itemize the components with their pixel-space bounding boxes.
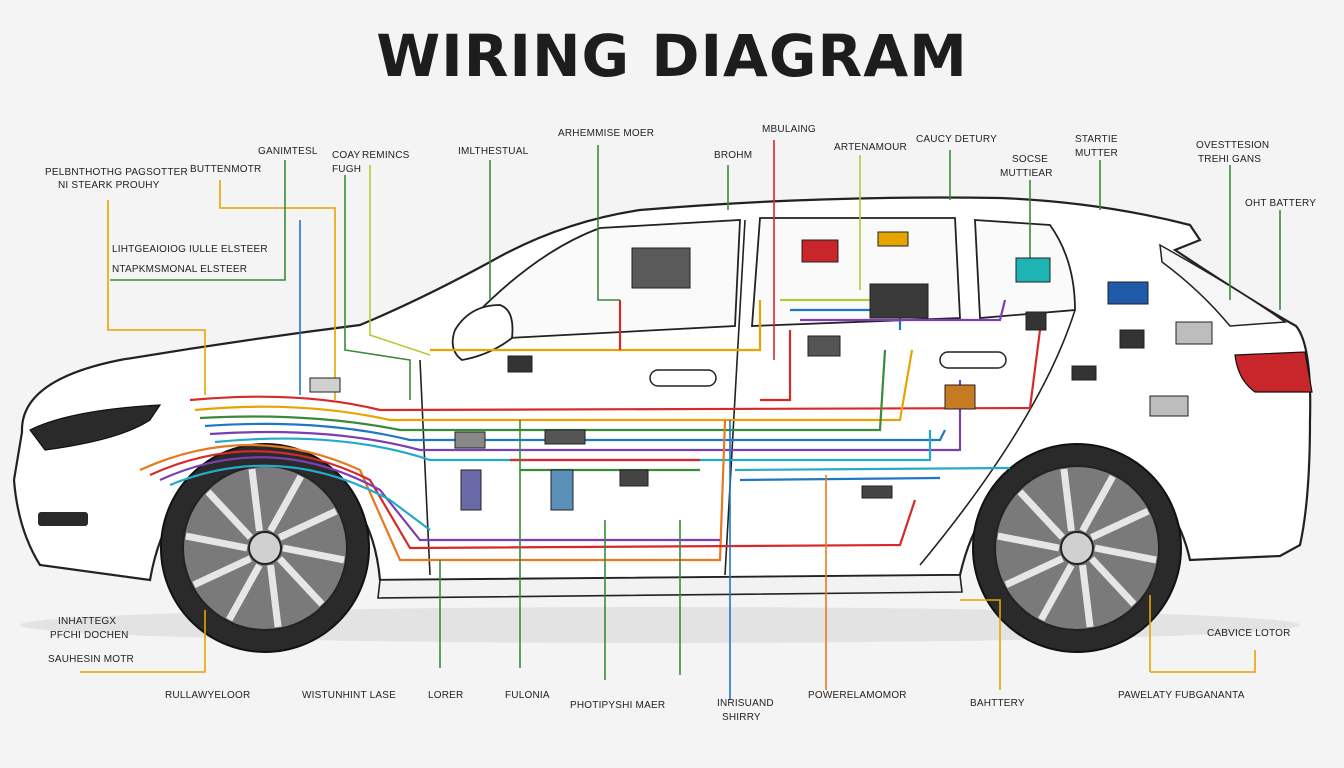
wheel-spoke bbox=[1094, 544, 1157, 564]
label-inrisuand-2: SHIRRY bbox=[722, 712, 761, 723]
wheel-spoke bbox=[267, 474, 304, 533]
label-socse-2: MUTTIEAR bbox=[1000, 168, 1053, 179]
label-overtesion: OVESTTESION bbox=[1196, 140, 1269, 151]
ecu-module bbox=[869, 283, 929, 319]
label-caucy-detury: CAUCY DETURY bbox=[916, 134, 997, 145]
yellow-relay bbox=[877, 231, 909, 247]
gray-module-2 bbox=[1149, 395, 1189, 417]
wheel-spoke bbox=[192, 555, 252, 588]
label-pawelaty: PAWELATY FUBGANANTA bbox=[1118, 690, 1245, 701]
connector-e bbox=[861, 485, 893, 499]
label-oht-battery: OHT BATTERY bbox=[1245, 198, 1316, 209]
label-arhemise-moer: ARHEMMISE MOER bbox=[558, 128, 654, 139]
leader-lines bbox=[80, 140, 1281, 700]
motor-block bbox=[631, 247, 691, 289]
wheel-spoke bbox=[276, 556, 325, 607]
wheel-spoke bbox=[1060, 468, 1075, 532]
connector-c bbox=[544, 429, 586, 445]
label-artenamour: ARTENAMOUR bbox=[834, 142, 907, 153]
orange-module bbox=[944, 384, 976, 410]
label-mid-left-2: NTAPKMSMONAL ELSTEER bbox=[112, 264, 247, 275]
fuse-stack-2 bbox=[550, 469, 574, 511]
rocker-panel bbox=[377, 574, 963, 599]
wheel-spoke bbox=[205, 489, 254, 540]
teal-module bbox=[1015, 257, 1051, 283]
connector-d bbox=[807, 335, 841, 357]
front-wheel bbox=[160, 443, 370, 653]
side-mirror bbox=[451, 304, 514, 361]
wheel-spoke bbox=[226, 563, 263, 622]
label-powerelamomor: POWERELAMOMOR bbox=[808, 690, 907, 701]
blue-module bbox=[1107, 281, 1149, 305]
label-fugh: FUGH bbox=[332, 164, 361, 175]
connector-f bbox=[619, 469, 649, 487]
label-battery: BAHTTERY bbox=[970, 698, 1025, 709]
connector-b bbox=[454, 431, 486, 449]
label-brohm: BROHM bbox=[714, 150, 752, 161]
label-remincs: REMINCS bbox=[362, 150, 410, 161]
fog-light bbox=[38, 512, 88, 526]
connector-a bbox=[309, 377, 341, 393]
wheel-spoke bbox=[1090, 508, 1150, 541]
wheel-spoke bbox=[1088, 556, 1137, 607]
callout-labels: PELBNTHOTHG PAGSOTTER NI STEARK PROUHY L… bbox=[45, 124, 1316, 723]
connector-h bbox=[1071, 365, 1097, 381]
label-bottom-left-3: SAUHESIN MOTR bbox=[48, 654, 134, 665]
label-rullawyeloor: RULLAWYELOOR bbox=[165, 690, 250, 701]
fuse-stack-1 bbox=[460, 469, 482, 511]
wheel-spoke bbox=[1079, 564, 1094, 628]
headlight bbox=[29, 404, 162, 451]
gray-module bbox=[1175, 321, 1213, 345]
rear-door-handle bbox=[939, 351, 1007, 369]
label-startie-2: MUTTER bbox=[1075, 148, 1118, 159]
label-buttenmotr: BUTTENMOTR bbox=[190, 164, 261, 175]
label-cabvice-lotor: CABVICE LOTOR bbox=[1207, 628, 1291, 639]
components bbox=[309, 231, 1213, 511]
label-coay: COAY bbox=[332, 150, 361, 161]
rear-glass bbox=[1159, 243, 1288, 327]
label-photipyshi-maer: PHOTIPYSHI MAER bbox=[570, 700, 665, 711]
label-socse: SOCSE bbox=[1012, 154, 1048, 165]
label-top-left-2: NI STEARK PROUHY bbox=[58, 180, 160, 191]
wheel-spoke bbox=[185, 532, 248, 552]
wheel-spoke bbox=[248, 468, 263, 532]
wheel-spoke bbox=[997, 532, 1060, 552]
red-relay bbox=[801, 239, 839, 263]
label-imltestual: IMLTHESTUAL bbox=[458, 146, 529, 157]
label-ganimtesl: GANIMTESL bbox=[258, 146, 318, 157]
label-mid-left-1: LIHTGEAIOIOG IULLE ELSTEER bbox=[112, 244, 268, 255]
wheel-spoke bbox=[267, 564, 282, 628]
taillight bbox=[1234, 351, 1313, 393]
rear-door-line bbox=[919, 309, 1076, 566]
label-fulonia: FULONIA bbox=[505, 690, 550, 701]
page-title: WIRING DIAGRAM bbox=[376, 22, 968, 90]
front-door-handle bbox=[649, 369, 717, 387]
rear-wheel bbox=[972, 443, 1182, 653]
wheel-spoke bbox=[278, 508, 338, 541]
label-overtesion-2: TREHI GANS bbox=[1198, 154, 1261, 165]
wheel-spoke bbox=[1038, 563, 1075, 622]
label-bottom-left-1: INHATTEGX bbox=[58, 616, 116, 627]
wiring-harness bbox=[139, 298, 1042, 562]
wheel-spoke bbox=[1017, 489, 1066, 540]
wheel-spoke bbox=[282, 544, 345, 564]
label-inrisuand: INRISUAND bbox=[717, 698, 774, 709]
label-wistunhint-lase: WISTUNHINT LASE bbox=[302, 690, 396, 701]
wheel-spoke bbox=[1079, 474, 1116, 533]
connector-g bbox=[507, 355, 533, 373]
label-startie: STARTIE bbox=[1075, 134, 1118, 145]
label-bottom-left-2: PFCHI DOCHEN bbox=[50, 630, 129, 641]
connector-j bbox=[1025, 311, 1047, 331]
connector-i bbox=[1119, 329, 1145, 349]
wheel-spoke bbox=[1004, 555, 1064, 588]
label-top-left-1: PELBNTHOTHG PAGSOTTER bbox=[45, 167, 188, 178]
label-lorer: LORER bbox=[428, 690, 463, 701]
label-mbulaing: MBULAING bbox=[762, 124, 816, 135]
